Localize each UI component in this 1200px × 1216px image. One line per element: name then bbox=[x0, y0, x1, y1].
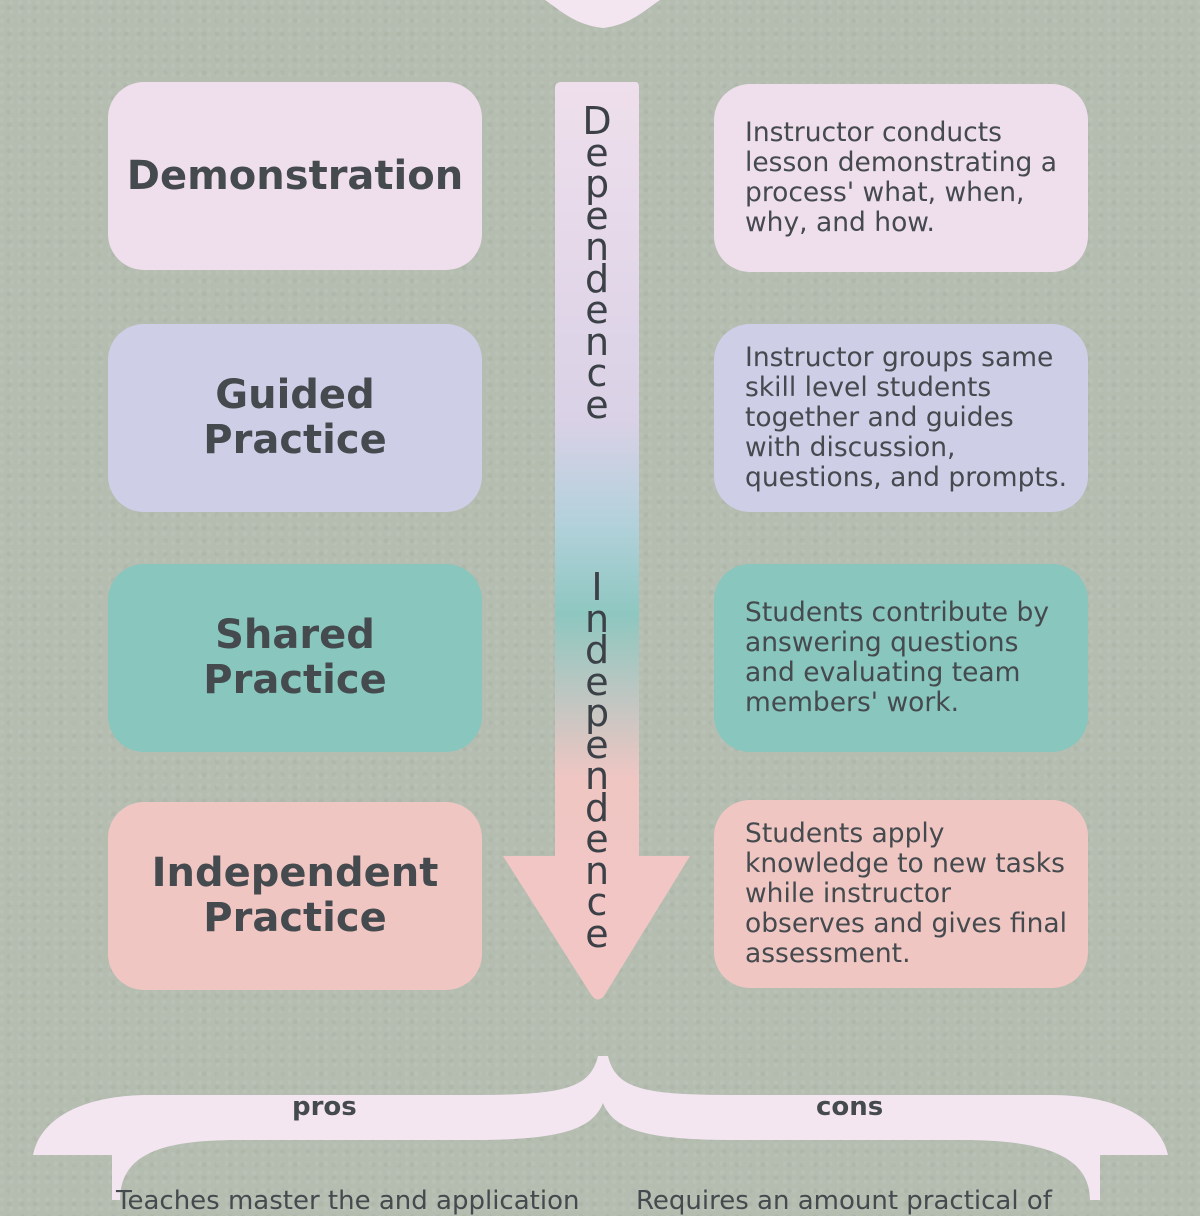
pros-label: pros bbox=[292, 1092, 357, 1122]
vertical-letter: e bbox=[585, 130, 609, 175]
description-independent-practice: Students apply knowledge to new tasks wh… bbox=[714, 800, 1088, 988]
vertical-letter: p bbox=[584, 162, 610, 206]
vertical-letter: e bbox=[585, 911, 609, 956]
vertical-letter: d bbox=[584, 256, 610, 301]
stage-shared-practice: Shared Practice bbox=[108, 564, 482, 752]
top-brace bbox=[545, 0, 660, 28]
vertical-letter: d bbox=[584, 785, 610, 830]
vertical-letter: e bbox=[585, 659, 609, 704]
stage-title: Guided Practice bbox=[203, 372, 387, 463]
vertical-letter: e bbox=[585, 722, 609, 767]
stage-guided-practice: Guided Practice bbox=[108, 324, 482, 512]
pros-text: Teaches master the and application bbox=[116, 1186, 580, 1216]
vertical-letter: e bbox=[585, 288, 609, 332]
stage-description: Students contribute by answering questio… bbox=[745, 597, 1050, 718]
dependence-arrow bbox=[503, 82, 690, 1000]
stage-title: Independent Practice bbox=[151, 850, 439, 941]
vertical-letter: n bbox=[584, 848, 610, 893]
stage-title: Shared Practice bbox=[203, 612, 387, 703]
stage-title: Demonstration bbox=[126, 152, 464, 199]
bottom-brace bbox=[33, 1056, 1168, 1200]
stage-demonstration: Demonstration bbox=[108, 82, 482, 270]
vertical-letter: n bbox=[584, 754, 610, 798]
stage-independent-practice: Independent Practice bbox=[108, 802, 482, 990]
vertical-letter: e bbox=[585, 193, 609, 238]
vertical-letter: c bbox=[586, 351, 608, 395]
vertical-letter: e bbox=[585, 382, 609, 427]
vertical-letter: c bbox=[586, 880, 608, 924]
stage-description: Instructor conducts lesson demonstrating… bbox=[745, 117, 1058, 238]
vertical-letter: e bbox=[585, 817, 609, 861]
vertical-letter: p bbox=[584, 691, 610, 735]
vertical-letter: D bbox=[582, 99, 612, 143]
stage-description: Instructor groups same skill level stude… bbox=[745, 342, 1068, 493]
description-demonstration: Instructor conducts lesson demonstrating… bbox=[714, 84, 1088, 272]
vertical-letter: d bbox=[584, 628, 610, 672]
vertical-letter: n bbox=[584, 225, 610, 269]
description-guided-practice: Instructor groups same skill level stude… bbox=[714, 324, 1088, 512]
description-shared-practice: Students contribute by answering questio… bbox=[714, 564, 1088, 752]
vertical-letter: n bbox=[584, 596, 610, 641]
stage-description: Students apply knowledge to new tasks wh… bbox=[745, 818, 1068, 969]
vertical-letter: I bbox=[591, 565, 603, 609]
vertical-letter: n bbox=[584, 319, 610, 364]
cons-text: Requires an amount practical of bbox=[636, 1186, 1052, 1216]
cons-label: cons bbox=[816, 1092, 884, 1122]
